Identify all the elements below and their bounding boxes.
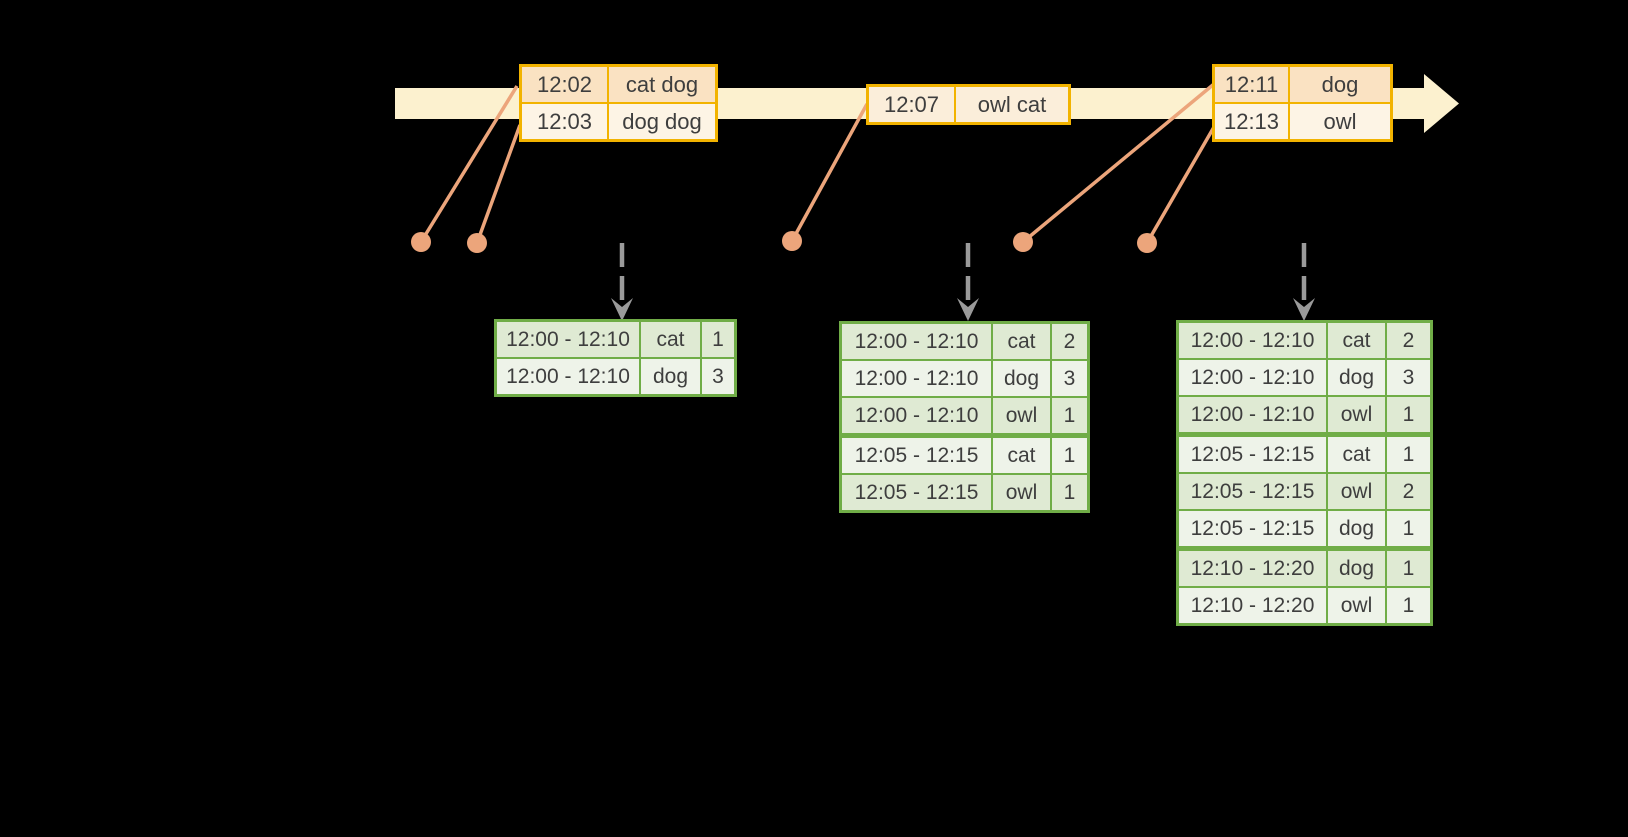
event-box-3: 12:11 dog 12:13 owl: [1212, 64, 1393, 142]
event-connector-line: [419, 85, 519, 243]
table-row: 12:00 - 12:10 dog 3: [842, 361, 1087, 396]
count-cell: 1: [1387, 511, 1430, 546]
table-row: 12:00 - 12:10 dog 3: [1179, 360, 1430, 395]
event-dot: [1137, 233, 1157, 253]
window-cell: 12:05 - 12:15: [842, 475, 991, 510]
event-dot: [782, 231, 802, 251]
word-cell: owl: [993, 475, 1050, 510]
count-cell: 3: [702, 359, 734, 394]
window-cell: 12:00 - 12:10: [1179, 323, 1326, 358]
window-cell: 12:00 - 12:10: [842, 361, 991, 396]
result-table-3: 12:00 - 12:10 cat 2 12:00 - 12:10 dog 3 …: [1176, 320, 1433, 626]
event-dot: [411, 232, 431, 252]
window-cell: 12:05 - 12:15: [1179, 437, 1326, 472]
count-cell: 1: [1052, 475, 1087, 510]
table-row: 12:00 - 12:10 cat 2: [842, 324, 1087, 359]
word-cell: dog: [993, 361, 1050, 396]
word-cell: owl: [1328, 474, 1385, 509]
event-dot: [1013, 232, 1033, 252]
table-row: 12:05 - 12:15 owl 2: [1179, 474, 1430, 509]
event-row: 12:07 owl cat: [869, 87, 1068, 122]
event-time: 12:11: [1215, 67, 1288, 102]
event-words: dog dog: [609, 104, 715, 139]
result-table-1: 12:00 - 12:10 cat 1 12:00 - 12:10 dog 3: [494, 319, 737, 397]
window-cell: 12:00 - 12:10: [1179, 360, 1326, 395]
event-time: 12:02: [522, 67, 607, 102]
word-cell: dog: [641, 359, 700, 394]
event-row: 12:13 owl: [1215, 104, 1390, 139]
count-cell: 3: [1052, 361, 1087, 396]
event-words: owl: [1290, 104, 1390, 139]
word-cell: owl: [993, 398, 1050, 433]
word-cell: cat: [1328, 437, 1385, 472]
word-cell: cat: [1328, 323, 1385, 358]
event-connector-line: [475, 124, 522, 244]
count-cell: 1: [1052, 398, 1087, 433]
window-cell: 12:00 - 12:10: [497, 322, 639, 357]
event-dot: [467, 233, 487, 253]
table-row: 12:00 - 12:10 dog 3: [497, 359, 734, 394]
window-cell: 12:00 - 12:10: [842, 324, 991, 359]
count-cell: 1: [1052, 438, 1087, 473]
table-row: 12:05 - 12:15 cat 1: [842, 438, 1087, 473]
table-row: 12:00 - 12:10 owl 1: [842, 398, 1087, 433]
window-cell: 12:05 - 12:15: [1179, 474, 1326, 509]
result-table-2: 12:00 - 12:10 cat 2 12:00 - 12:10 dog 3 …: [839, 321, 1090, 513]
event-row: 12:03 dog dog: [522, 104, 715, 139]
window-cell: 12:10 - 12:20: [1179, 588, 1326, 623]
window-cell: 12:00 - 12:10: [842, 398, 991, 433]
event-row: 12:11 dog: [1215, 67, 1390, 102]
word-cell: cat: [993, 324, 1050, 359]
word-cell: dog: [1328, 360, 1385, 395]
event-words: owl cat: [956, 87, 1068, 122]
table-row: 12:00 - 12:10 owl 1: [1179, 397, 1430, 432]
window-cell: 12:05 - 12:15: [1179, 511, 1326, 546]
word-cell: cat: [641, 322, 700, 357]
count-cell: 1: [1387, 551, 1430, 586]
table-row: 12:05 - 12:15 dog 1: [1179, 511, 1430, 546]
timeline-arrow-head: [1424, 74, 1459, 133]
event-time: 12:03: [522, 104, 607, 139]
table-row: 12:00 - 12:10 cat 1: [497, 322, 734, 357]
count-cell: 2: [1387, 323, 1430, 358]
word-cell: dog: [1328, 511, 1385, 546]
table-row: 12:10 - 12:20 owl 1: [1179, 588, 1430, 623]
table-row: 12:05 - 12:15 owl 1: [842, 475, 1087, 510]
count-cell: 3: [1387, 360, 1430, 395]
window-cell: 12:00 - 12:10: [1179, 397, 1326, 432]
count-cell: 2: [1052, 324, 1087, 359]
table-row: 12:10 - 12:20 dog 1: [1179, 551, 1430, 586]
window-cell: 12:10 - 12:20: [1179, 551, 1326, 586]
word-cell: owl: [1328, 588, 1385, 623]
trigger-arrow-head-icon: [957, 298, 979, 321]
count-cell: 1: [702, 322, 734, 357]
event-row: 12:02 cat dog: [522, 67, 715, 102]
window-cell: 12:00 - 12:10: [497, 359, 639, 394]
trigger-arrow-head-icon: [611, 298, 633, 321]
event-time: 12:07: [869, 87, 954, 122]
word-cell: dog: [1328, 551, 1385, 586]
event-connector-line: [790, 103, 869, 242]
event-connector-line: [1145, 126, 1216, 244]
count-cell: 1: [1387, 588, 1430, 623]
trigger-arrow-head-icon: [1293, 298, 1315, 321]
table-row: 12:00 - 12:10 cat 2: [1179, 323, 1430, 358]
word-cell: owl: [1328, 397, 1385, 432]
event-words: cat dog: [609, 67, 715, 102]
word-cell: cat: [993, 438, 1050, 473]
event-box-1: 12:02 cat dog 12:03 dog dog: [519, 64, 718, 142]
count-cell: 1: [1387, 397, 1430, 432]
event-words: dog: [1290, 67, 1390, 102]
event-connector-line: [1021, 82, 1216, 244]
count-cell: 1: [1387, 437, 1430, 472]
event-time: 12:13: [1215, 104, 1288, 139]
event-box-2: 12:07 owl cat: [866, 84, 1071, 125]
window-cell: 12:05 - 12:15: [842, 438, 991, 473]
count-cell: 2: [1387, 474, 1430, 509]
table-row: 12:05 - 12:15 cat 1: [1179, 437, 1430, 472]
